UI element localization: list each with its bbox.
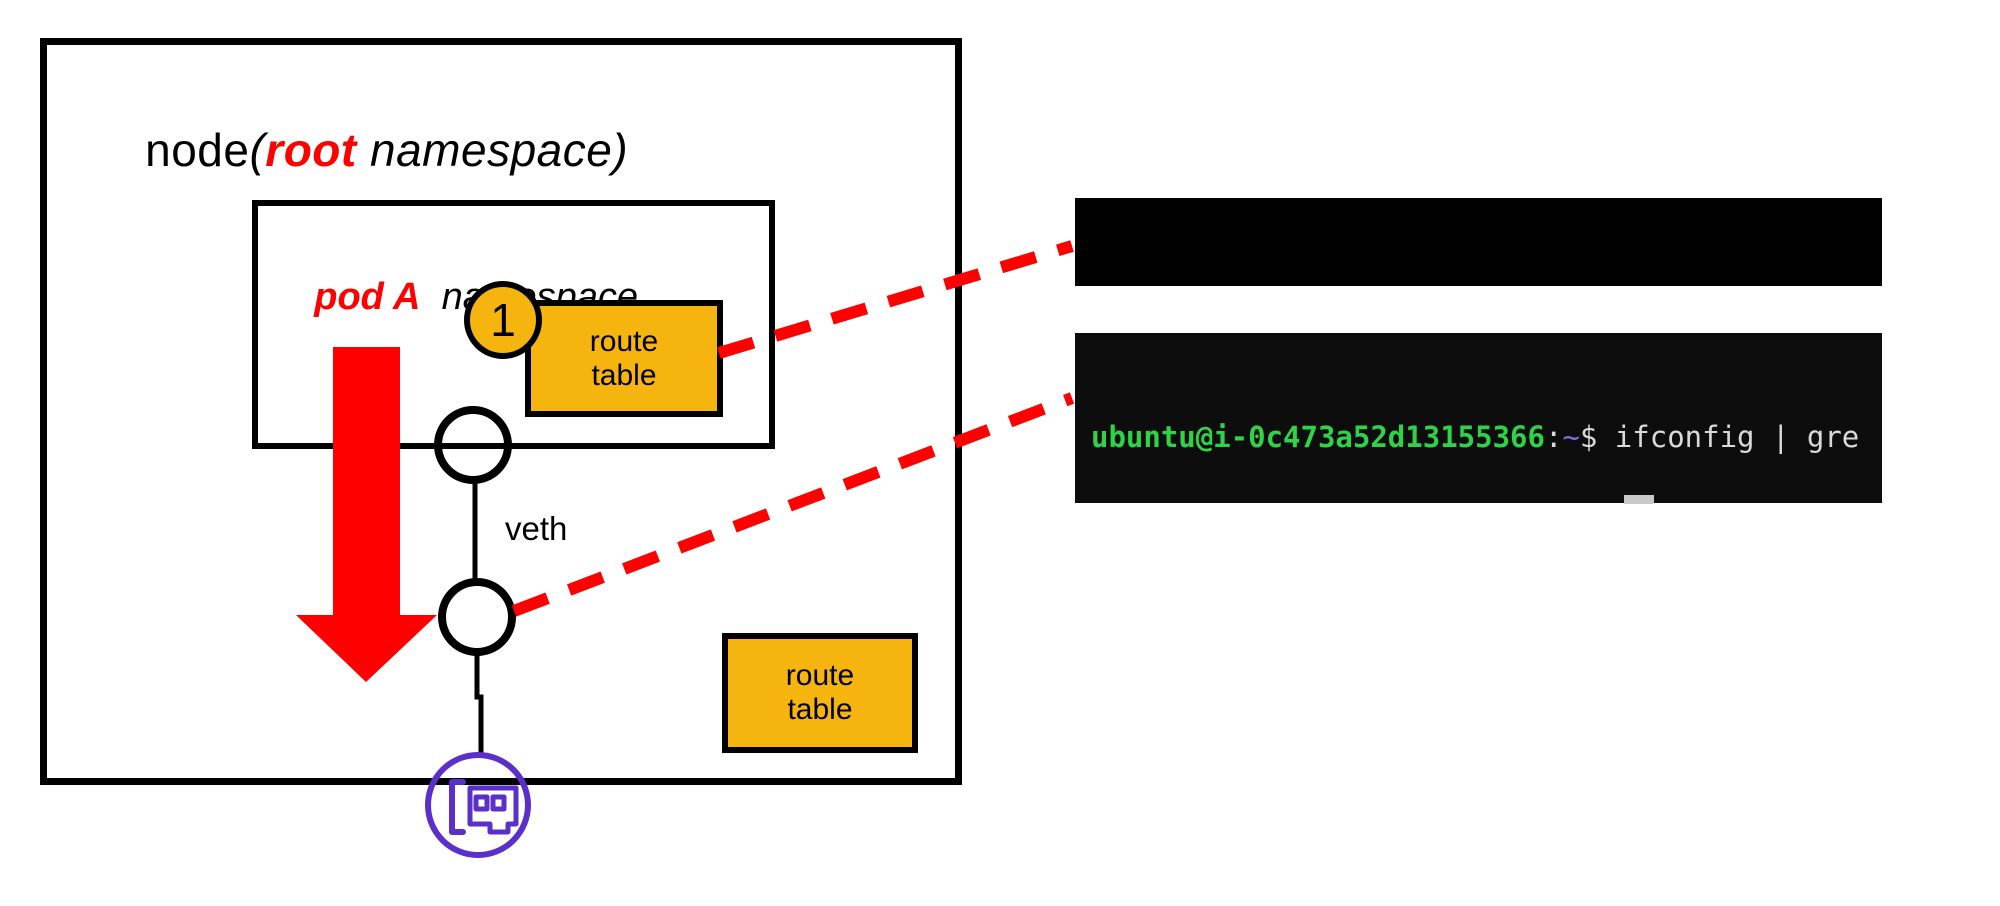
route-table-pod-box: route table [525,300,723,417]
node-title-text: node [145,124,250,176]
route-table-pod-line1: route [589,324,659,358]
prompt-colon: : [1544,420,1563,454]
prompt-user: ubuntu@i-0c473a52d13155366 [1091,420,1545,454]
node-title: node(root namespace) [92,66,628,234]
node-title-paren: ( [249,124,266,176]
node-title-highlight: root [265,124,357,176]
scrollbar-artifact [1624,495,1654,504]
terminal-arp: netshoot-pod-7757d5dd99-94m4z# arp ? (16… [1075,198,1882,286]
route-table-pod-line2: table [591,358,657,392]
route-table-node-line2: table [787,693,853,726]
node-title-rest: namespace) [356,124,629,176]
route-table-node-line1: route [785,659,855,692]
step-1-badge-label: 1 [490,294,516,346]
terminal-line: netshoot-pod-7757d5dd99-94m4z# arp [1091,282,1882,286]
prompt-command: $ ifconfig | gre [1579,420,1860,454]
terminal-ifconfig: ubuntu@i-0c473a52d13155366:~$ ifconfig |… [1075,333,1882,503]
prompt-tilde: ~ [1562,420,1580,454]
terminal-prompt-line: ubuntu@i-0c473a52d13155366:~$ ifconfig |… [1091,417,1882,458]
step-1-badge: 1 [464,281,542,359]
pod-title-highlight: pod A [314,276,421,318]
route-table-node-box: route table [722,633,918,753]
veth-label: veth [505,510,568,547]
